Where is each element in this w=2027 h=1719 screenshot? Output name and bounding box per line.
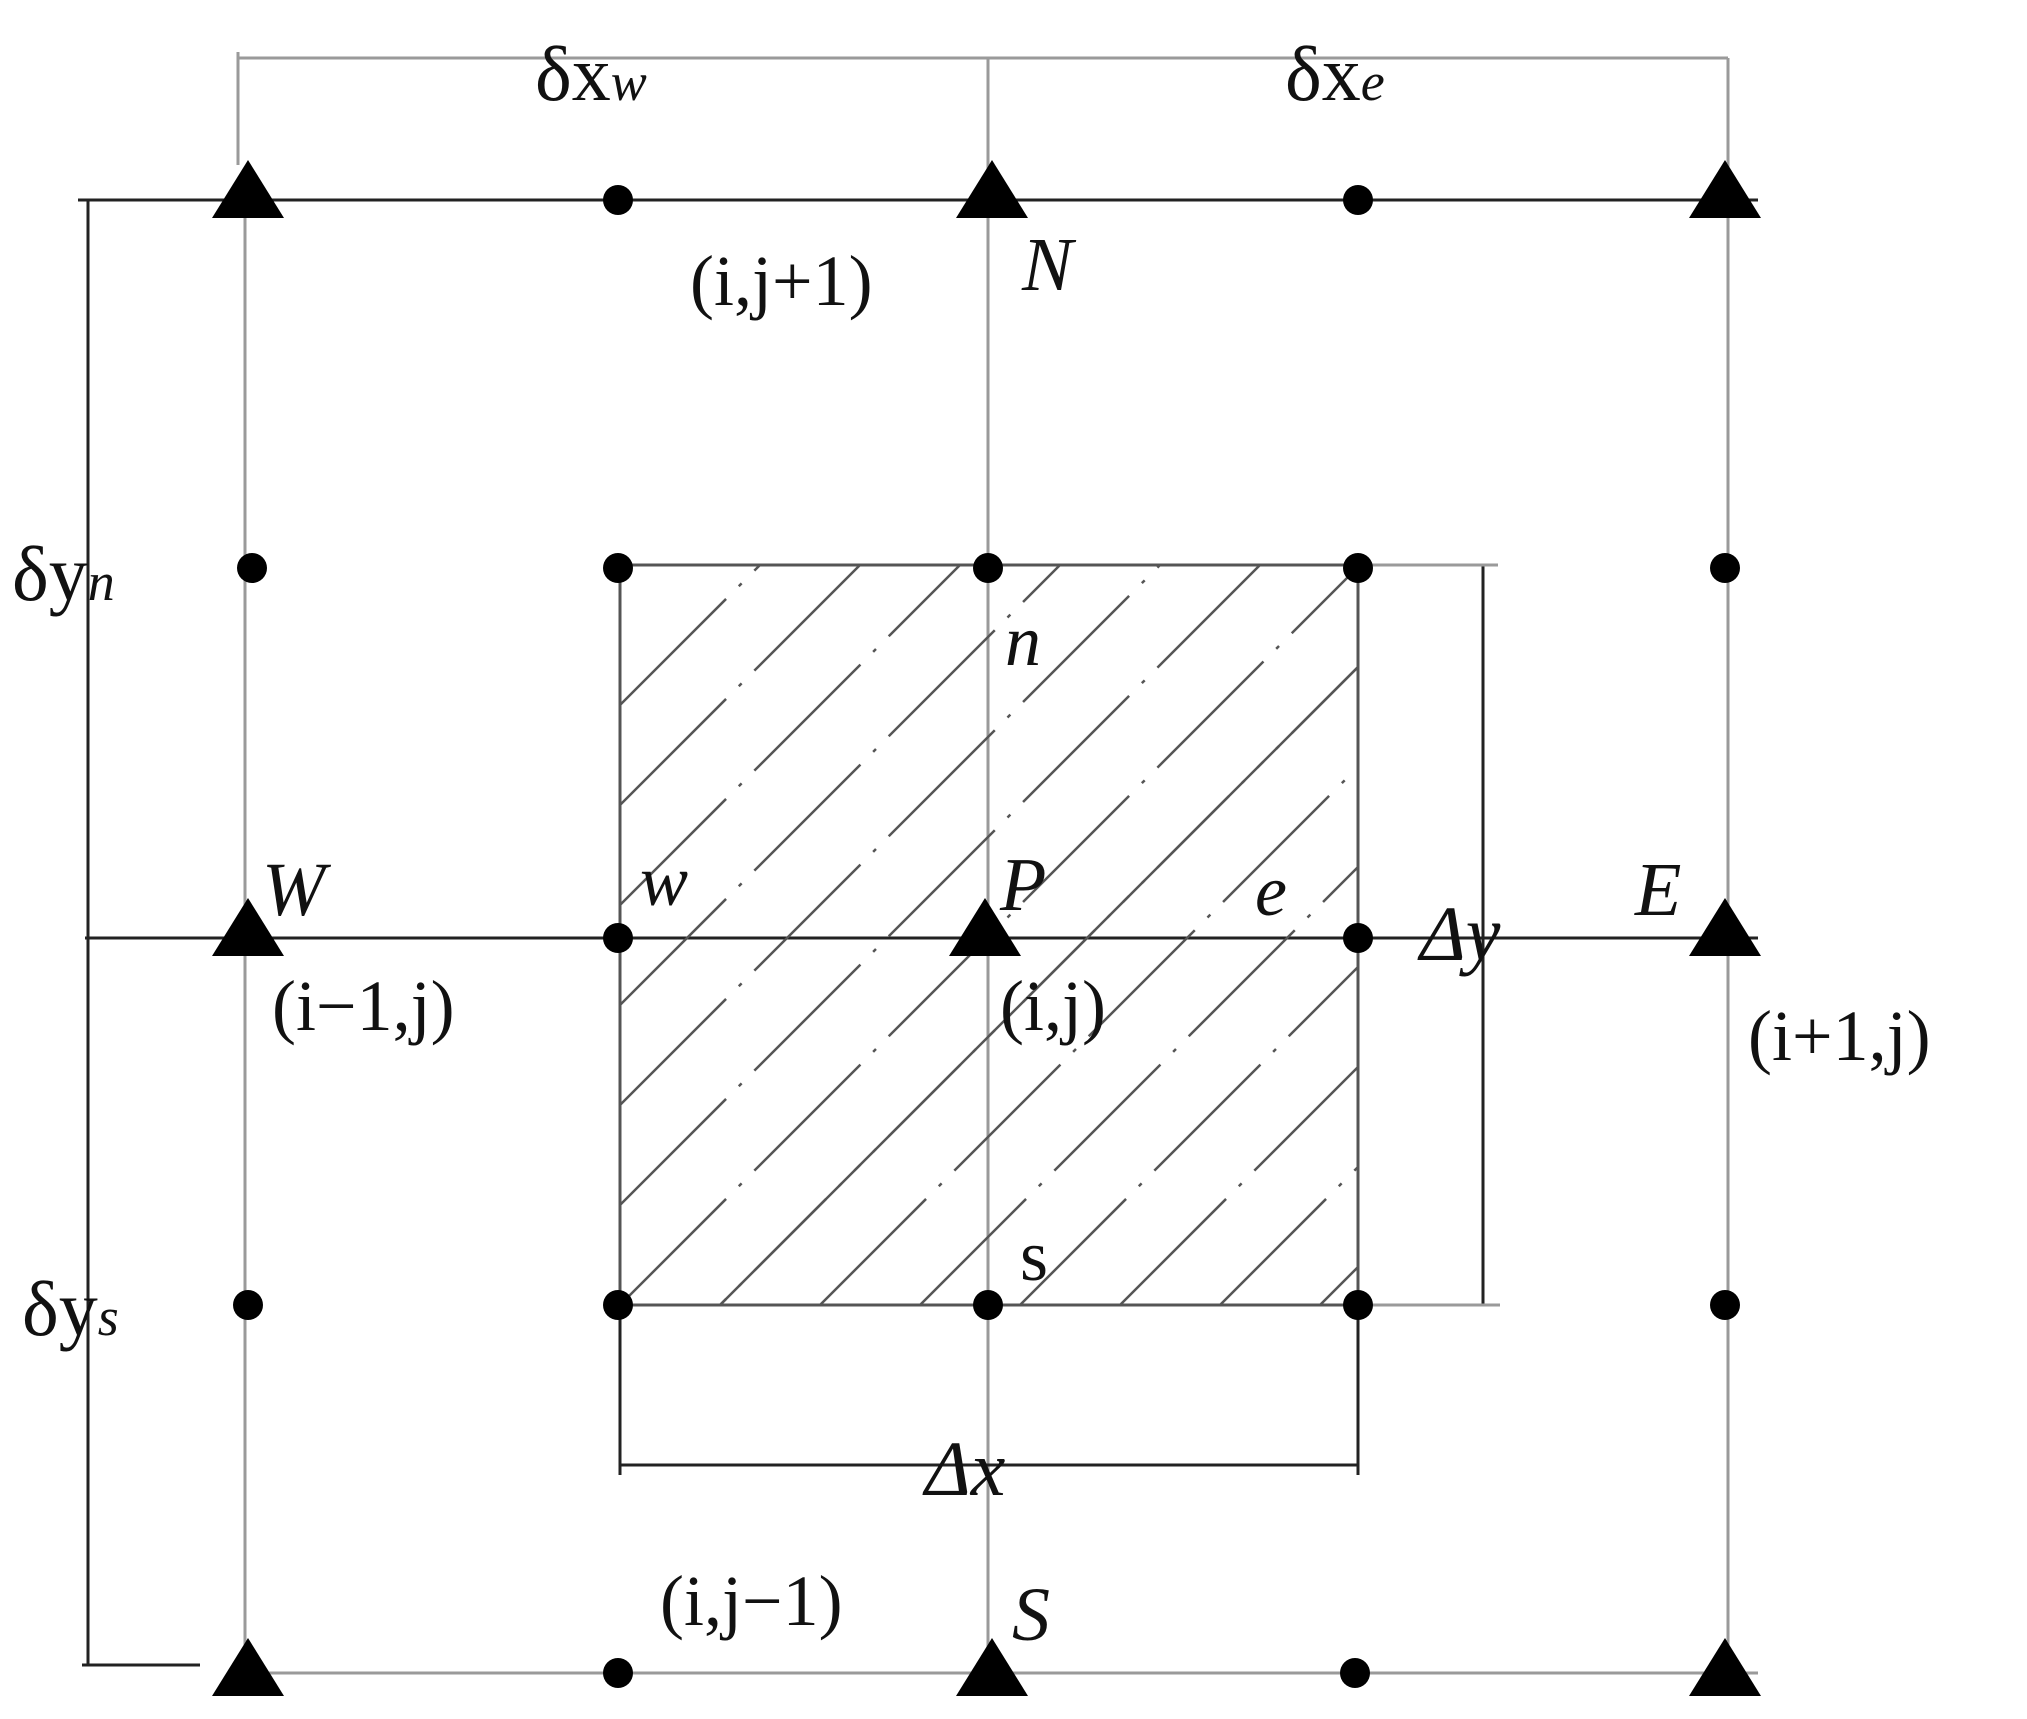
dot [233,1290,263,1320]
dot [1343,553,1373,583]
label-delta-y: Δy [1417,890,1501,977]
dark-grid-lines [78,198,1758,1667]
node-sw [212,1638,284,1696]
label-coord-E: (i+1,j) [1748,996,1931,1076]
label-dy-s: δys [22,1265,119,1352]
dot [603,1290,633,1320]
dot [1343,1290,1373,1320]
dot [973,553,1003,583]
dot [603,1658,633,1688]
node-W [212,898,284,956]
label-coord-P: (i,j) [1000,966,1106,1046]
dot [603,185,633,215]
dot [1340,1658,1370,1688]
label-dx-w: δxw [535,30,647,117]
grid-lines [236,52,1758,1675]
dot [1343,185,1373,215]
node-S [956,1638,1028,1696]
label-dy-n: δyn [12,530,115,617]
label-dx-e: δxe [1285,30,1385,117]
node-E [1689,898,1761,956]
node-se [1689,1638,1761,1696]
label-coord-W: (i−1,j) [272,966,455,1046]
label-face-e: e [1255,851,1287,931]
grid-nodes [212,160,1761,1696]
dot [1710,553,1740,583]
label-W: W [262,848,332,932]
dot [1343,923,1373,953]
label-delta-x: Δx [922,1425,1006,1512]
label-face-w: w [640,841,688,921]
dot [603,923,633,953]
node-ne [1689,160,1761,218]
node-N [956,160,1028,218]
label-E: E [1634,848,1681,932]
label-face-s: s [1020,1216,1048,1296]
dot [603,553,633,583]
dot [1710,1290,1740,1320]
control-volume-hatching [620,565,1358,1305]
label-N: N [1021,223,1077,307]
label-coord-N: (i,j+1) [690,241,873,321]
face-points [233,185,1740,1688]
node-P [949,898,1021,956]
label-P: P [999,843,1046,927]
label-coord-S: (i,j−1) [660,1561,843,1641]
node-nw [212,160,284,218]
label-S: S [1012,1573,1050,1657]
dot [237,553,267,583]
label-face-n: n [1005,601,1041,681]
dot [973,1290,1003,1320]
